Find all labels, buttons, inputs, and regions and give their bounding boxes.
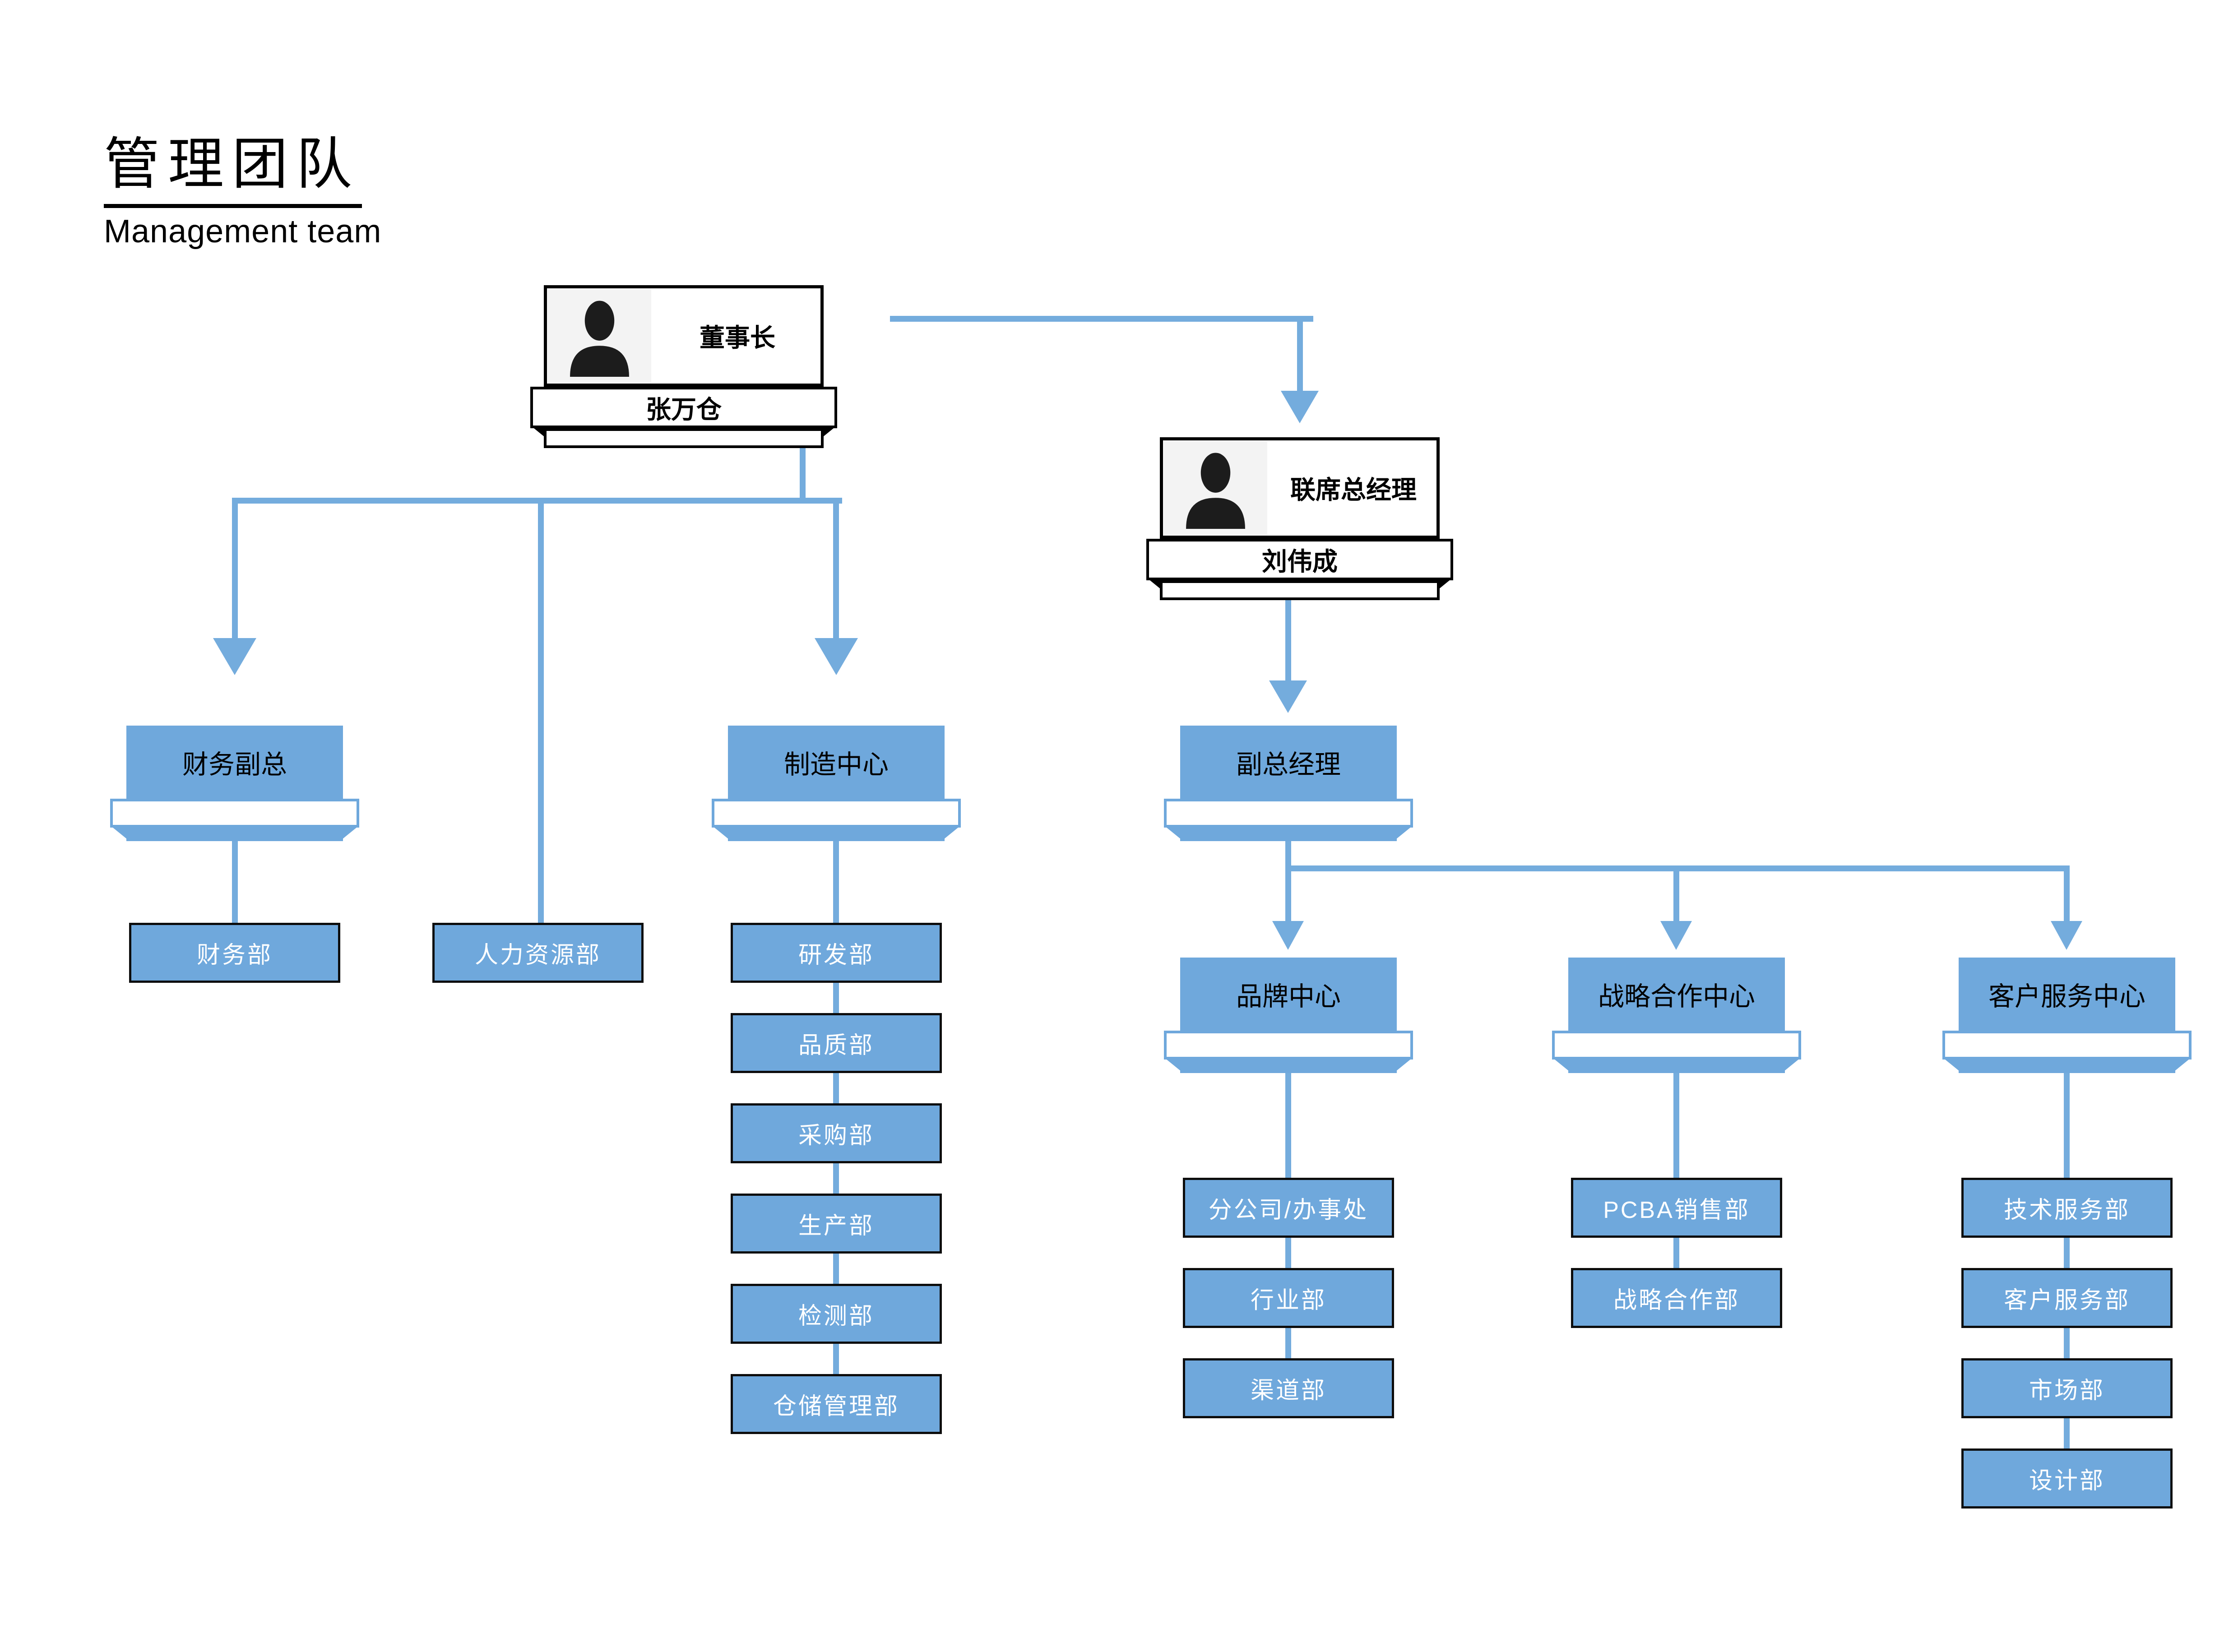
dept-finance: 财务部 [129,923,340,983]
finance-vp-bevel-right [342,828,357,839]
finance-vp-name-band [110,799,359,828]
brand-center-name-band [1164,1031,1413,1060]
card-finance-vp: 财务副总 [126,726,343,799]
connector-techservice-to-custservice [2064,1238,2070,1268]
arrowhead-to-brand-center [1272,921,1304,951]
connector-level3-horizontal [1285,865,2070,871]
customer-center-bevel-left [1945,1060,1960,1071]
customer-center-pedestal [1959,1060,2175,1073]
connector-chairman-to-cogm-horizontal [890,316,1313,322]
connector-vicegm-drop-stub [1285,841,1291,865]
dept-marketing: 市场部 [1961,1358,2173,1418]
person-icon [570,300,629,377]
connector-to-customer-center [2064,871,2070,922]
strategic-center-pedestal [1568,1060,1785,1073]
connector-mfg-to-rd [833,841,839,923]
chairman-title: 董事长 [700,324,775,352]
dept-strategic-coop: 战略合作部 [1571,1268,1782,1328]
connector-to-finance-vp [232,504,238,639]
dept-branch-offices: 分公司/办事处 [1183,1178,1394,1238]
vice-gm-pedestal [1180,828,1397,841]
connector-pcba-to-strategic-coop [1673,1238,1679,1268]
vice-gm-name-band [1164,799,1413,828]
dept-warehouse: 仓储管理部 [731,1374,942,1434]
card-brand-center: 品牌中心 [1180,958,1397,1031]
arrowhead-to-co-general-manager [1281,391,1319,425]
connector-branch-to-industry [1285,1238,1291,1268]
dept-design: 设计部 [1961,1448,2173,1509]
connector-procurement-to-production [833,1163,839,1194]
vice-gm-bevel-left [1167,828,1181,839]
card-strategic-center: 战略合作中心 [1568,958,1785,1031]
chairman-name-band: 张万仓 [530,387,837,428]
brand-center-pedestal [1180,1060,1397,1073]
connector-brand-to-branch [1285,1073,1291,1178]
dept-pcba-sales: PCBA销售部 [1571,1178,1782,1238]
person-icon [1186,452,1245,529]
connector-quality-to-procurement [833,1073,839,1103]
connector-to-brand-center [1285,871,1291,922]
connector-chairman-to-cogm-vertical [1297,316,1303,392]
co-gm-pedestal [1160,580,1440,600]
chairman-photo [547,289,651,383]
co-general-manager-name-band: 刘伟成 [1146,539,1453,580]
customer-center-bevel-right [2174,1060,2189,1071]
arrowhead-to-manufacturing-center [815,638,858,676]
dept-channel: 渠道部 [1183,1358,1394,1418]
manufacturing-center-name-band [712,799,961,828]
customer-center-name-band [1942,1031,2192,1060]
page-subtitle: Management team [104,213,382,250]
brand-center-bevel-right [1396,1060,1410,1071]
co-general-manager-title: 联席总经理 [1290,476,1417,504]
connector-cogm-to-vicegm [1285,600,1291,681]
connector-to-strategic-center [1673,871,1679,922]
connector-customer-to-techservice [2064,1073,2070,1178]
connector-financevp-to-finance-dept [232,841,238,923]
dept-testing: 检测部 [731,1284,942,1344]
dept-production: 生产部 [731,1194,942,1254]
connector-chairman-drop-stub [800,448,806,498]
connector-strategic-to-pcba [1673,1073,1679,1178]
manufacturing-center-bevel-right [944,828,958,839]
connector-level2-horizontal [232,498,842,504]
card-customer-center: 客户服务中心 [1959,958,2175,1031]
dept-rd: 研发部 [731,923,942,983]
connector-rd-to-quality [833,983,839,1013]
strategic-center-bevel-left [1555,1060,1569,1071]
title-underline [104,204,362,208]
finance-vp-bevel-left [113,828,127,839]
connector-marketing-to-design [2064,1418,2070,1448]
finance-vp-pedestal [126,828,343,841]
card-manufacturing-center: 制造中心 [728,726,945,799]
connector-industry-to-channel [1285,1328,1291,1358]
connector-production-to-testing [833,1254,839,1284]
dept-industry: 行业部 [1183,1268,1394,1328]
strategic-center-name-band [1552,1031,1801,1060]
arrowhead-to-strategic-center [1660,921,1692,951]
manufacturing-center-bevel-left [714,828,729,839]
manufacturing-center-pedestal [728,828,945,841]
brand-center-bevel-left [1167,1060,1181,1071]
arrowhead-to-vice-general-manager [1269,680,1307,714]
connector-to-hr-department [538,504,544,923]
dept-procurement: 采购部 [731,1103,942,1163]
arrowhead-to-customer-center [2051,921,2082,951]
dept-hr: 人力资源部 [432,923,644,983]
connector-to-manufacturing-center [833,504,839,639]
vice-gm-bevel-right [1396,828,1410,839]
arrowhead-to-finance-vp [213,638,256,676]
dept-customer-service: 客户服务部 [1961,1268,2173,1328]
strategic-center-bevel-right [1784,1060,1798,1071]
dept-tech-service: 技术服务部 [1961,1178,2173,1238]
dept-quality: 品质部 [731,1013,942,1073]
card-vice-general-manager: 副总经理 [1180,726,1397,799]
page-title: 管理团队 [104,133,361,195]
connector-custservice-to-marketing [2064,1328,2070,1358]
connector-testing-to-warehouse [833,1344,839,1374]
chairman-pedestal [544,428,824,448]
co-general-manager-photo [1163,441,1267,535]
